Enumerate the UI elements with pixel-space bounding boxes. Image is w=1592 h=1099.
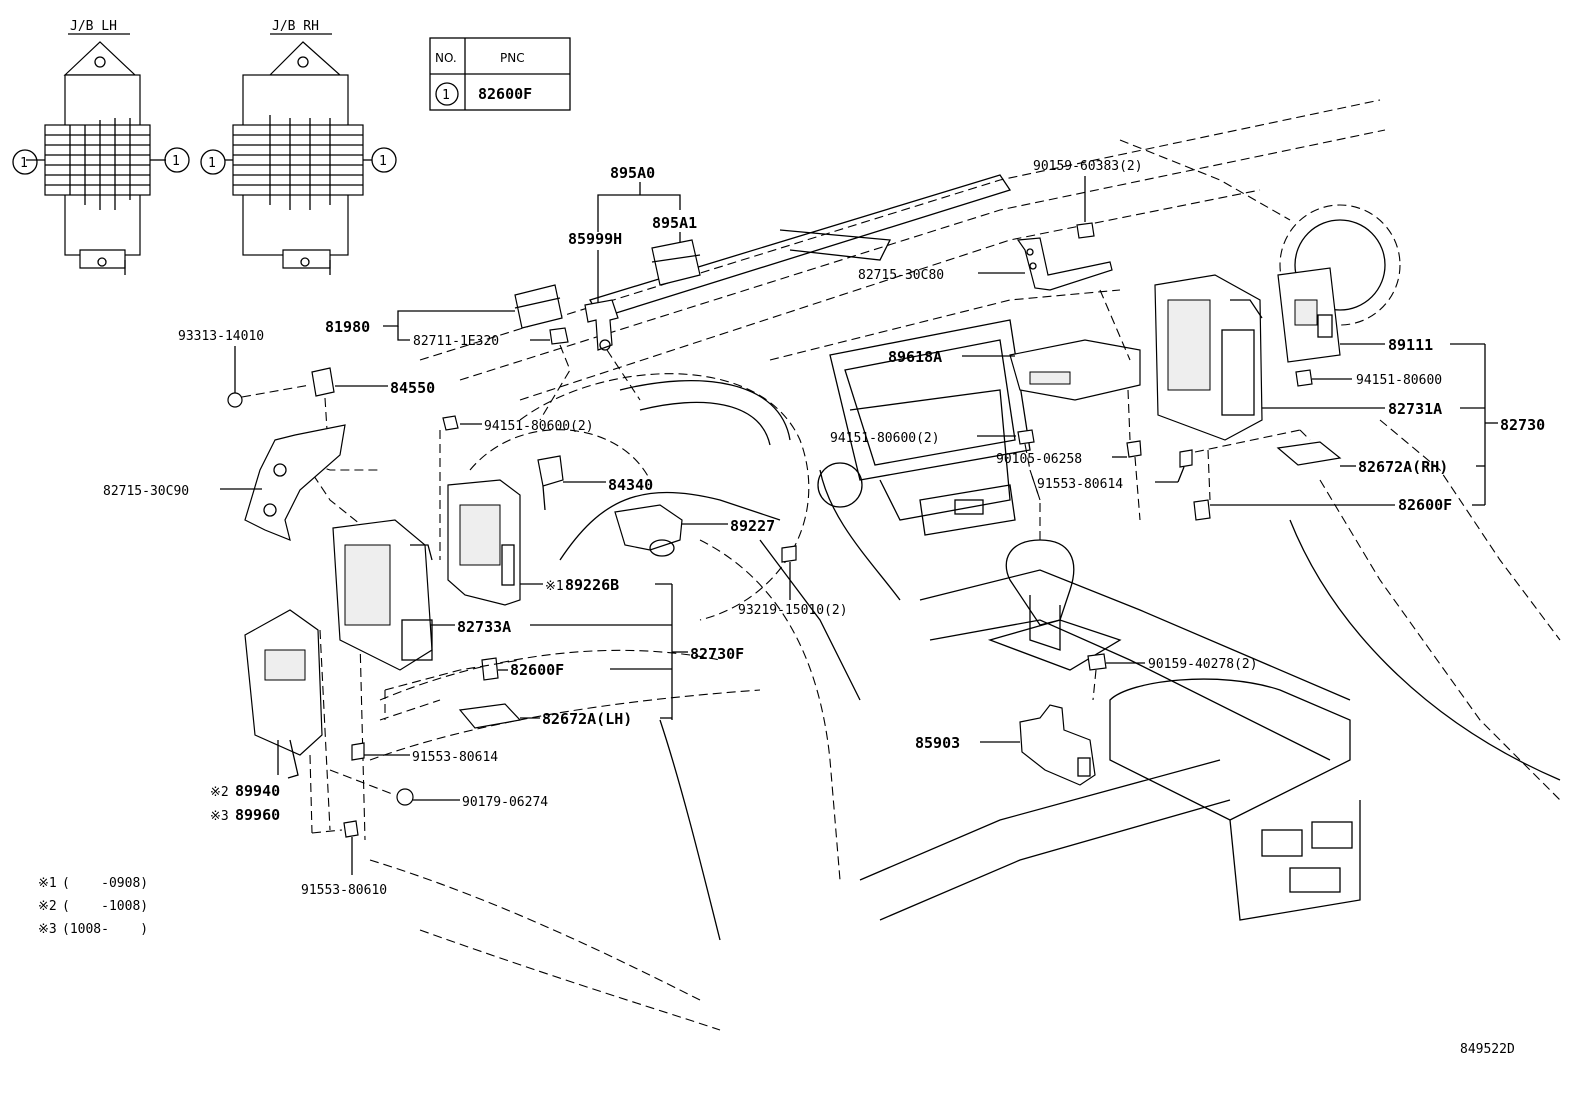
note-2-mark: ※2: [38, 899, 57, 914]
label-82715-30C80: 82715-30C80: [858, 268, 944, 283]
bolt-90105-shape: [1126, 440, 1142, 458]
label-895A1: 895A1: [652, 214, 697, 232]
dashboard-outline: [289, 99, 1561, 1031]
relay-895A1-shape: [651, 239, 701, 286]
label-895A0: 895A0: [610, 164, 655, 182]
label-81980: 81980: [325, 318, 370, 336]
label-89226B-mark: ※1: [545, 579, 564, 594]
label-82731A: 82731A: [1388, 400, 1442, 418]
label-89227: 89227: [730, 517, 775, 535]
label-91553-b: 91553-80610: [301, 883, 387, 898]
sensor-89227-shape: [614, 504, 683, 551]
jb-lh-title: J/B LH: [70, 19, 117, 34]
label-84550: 84550: [390, 379, 435, 397]
relays-group: 895A0 895A1 85999H 81980 82711-1E320: [325, 164, 701, 421]
bracket-85903-shape: [1019, 704, 1096, 786]
footnotes: ※1 ( -0908) ※2 ( -1008) ※3 (1008- ): [38, 876, 148, 937]
junction-block-rh: J/B RH 1 1: [200, 19, 397, 275]
cover-82672A-rh-shape: [1276, 441, 1342, 466]
label-82733A: 82733A: [457, 618, 511, 636]
nut-94151-shape: [442, 415, 459, 431]
jb-lh-marker-right-icon: [164, 147, 190, 173]
jb-lh-marker-left: 1: [20, 156, 28, 171]
note-1-text: ( -0908): [62, 876, 148, 891]
label-82600F-right: 82600F: [1398, 496, 1452, 514]
bolt-91553-c-shape: [1179, 449, 1193, 468]
pnc-table-col-no: NO.: [435, 51, 457, 65]
jb-lh-marker-right: 1: [172, 154, 180, 169]
nut-94151-2b-shape: [1017, 429, 1035, 445]
note-3-text: (1008- ): [62, 922, 148, 937]
label-94151-2a: 94151-80600(2): [484, 419, 594, 434]
bracket-85999H-shape: [584, 299, 619, 351]
note-1-mark: ※1: [38, 876, 57, 891]
label-82730: 82730: [1500, 416, 1545, 434]
bracket-82715-30C80-shape: [1016, 237, 1113, 291]
pnc-table-row-pnc: 82600F: [478, 85, 532, 103]
label-93219: 93219-15010(2): [738, 603, 848, 618]
label-82672A-lh: 82672A(LH): [542, 710, 632, 728]
module-89940-shape: [244, 609, 323, 756]
lower-left-parts: ※2 89940 ※3 89960 91553-80614 90179-0627…: [210, 609, 548, 898]
jb-rh-marker-right: 1: [379, 154, 387, 169]
center-right-parts: 90159-60383(2) 82715-30C80 89618A 94151-…: [830, 159, 1545, 786]
label-82600F-left: 82600F: [510, 661, 564, 679]
switch-84340-shape: [537, 455, 564, 487]
label-89940: 89940: [235, 782, 280, 800]
label-94151-2b: 94151-80600(2): [830, 431, 940, 446]
label-82672A-rh: 82672A(RH): [1358, 458, 1448, 476]
connector-82600F-right-shape: [1193, 499, 1211, 521]
label-89960: 89960: [235, 806, 280, 824]
label-90159-603: 90159-60383(2): [1033, 159, 1143, 174]
ecu-89618A-shape: [1009, 339, 1141, 401]
relay-81980-shape: [514, 284, 563, 329]
label-82730F: 82730F: [690, 645, 744, 663]
clip-84550-shape: [311, 367, 335, 397]
bolt-93313-shape: [227, 392, 243, 408]
label-84340: 84340: [608, 476, 653, 494]
bolt-91553-a-shape: [351, 742, 365, 761]
bolt-93219-shape: [781, 545, 797, 563]
label-82715-30C90: 82715-30C90: [103, 484, 189, 499]
label-89111: 89111: [1388, 336, 1433, 354]
bolt-90159-402-shape: [1087, 653, 1107, 671]
left-fasteners: 93313-14010 84550 82715-30C90: [103, 329, 435, 541]
connector-82600F-left-shape: [481, 657, 499, 681]
bolt-91553-b-shape: [343, 820, 359, 838]
pnc-table-marker-icon: [435, 82, 459, 106]
label-89226B: 89226B: [565, 576, 619, 594]
jb-rh-title: J/B RH: [272, 19, 319, 34]
note-3-mark: ※3: [38, 922, 57, 937]
jb-lh-marker-left-icon: [12, 149, 38, 175]
label-90179: 90179-06274: [462, 795, 548, 810]
jb-rh-marker-left: 1: [208, 156, 216, 171]
label-94151-s: 94151-80600: [1356, 373, 1442, 388]
nut-94151-s-shape: [1295, 369, 1313, 387]
label-85903: 85903: [915, 734, 960, 752]
diagram-id: 849522D: [1460, 1042, 1515, 1057]
label-90159-402: 90159-40278(2): [1148, 657, 1258, 672]
cover-82672A-lh-shape: [458, 703, 522, 729]
label-89960-mark: ※3: [210, 809, 229, 824]
bracket-82715-30C90-shape: [244, 424, 346, 541]
label-89940-mark: ※2: [210, 785, 229, 800]
left-ecu-cluster: 94151-80600(2) 84340 89227 93219-15010(2…: [332, 415, 848, 729]
jb-rh-marker-left-icon: [200, 149, 226, 175]
label-90105: 90105-06258: [996, 452, 1082, 467]
label-85999H: 85999H: [568, 230, 622, 248]
clip-90179-shape: [396, 788, 414, 806]
label-91553-a: 91553-80614: [412, 750, 498, 765]
pnc-table-col-pnc: PNC: [500, 51, 525, 65]
pnc-table: NO. PNC 1 82600F: [429, 37, 571, 111]
label-82711: 82711-1E320: [413, 334, 499, 349]
jb-rh-marker-right-icon: [371, 147, 397, 173]
bolt-90159-603-shape: [1076, 222, 1095, 239]
label-93313: 93313-14010: [178, 329, 264, 344]
label-91553-c: 91553-80614: [1037, 477, 1123, 492]
pnc-table-row-no: 1: [442, 88, 450, 103]
label-89618A: 89618A: [888, 348, 942, 366]
junction-block-lh: J/B LH 1 1: [12, 19, 190, 275]
note-2-text: ( -1008): [62, 899, 148, 914]
